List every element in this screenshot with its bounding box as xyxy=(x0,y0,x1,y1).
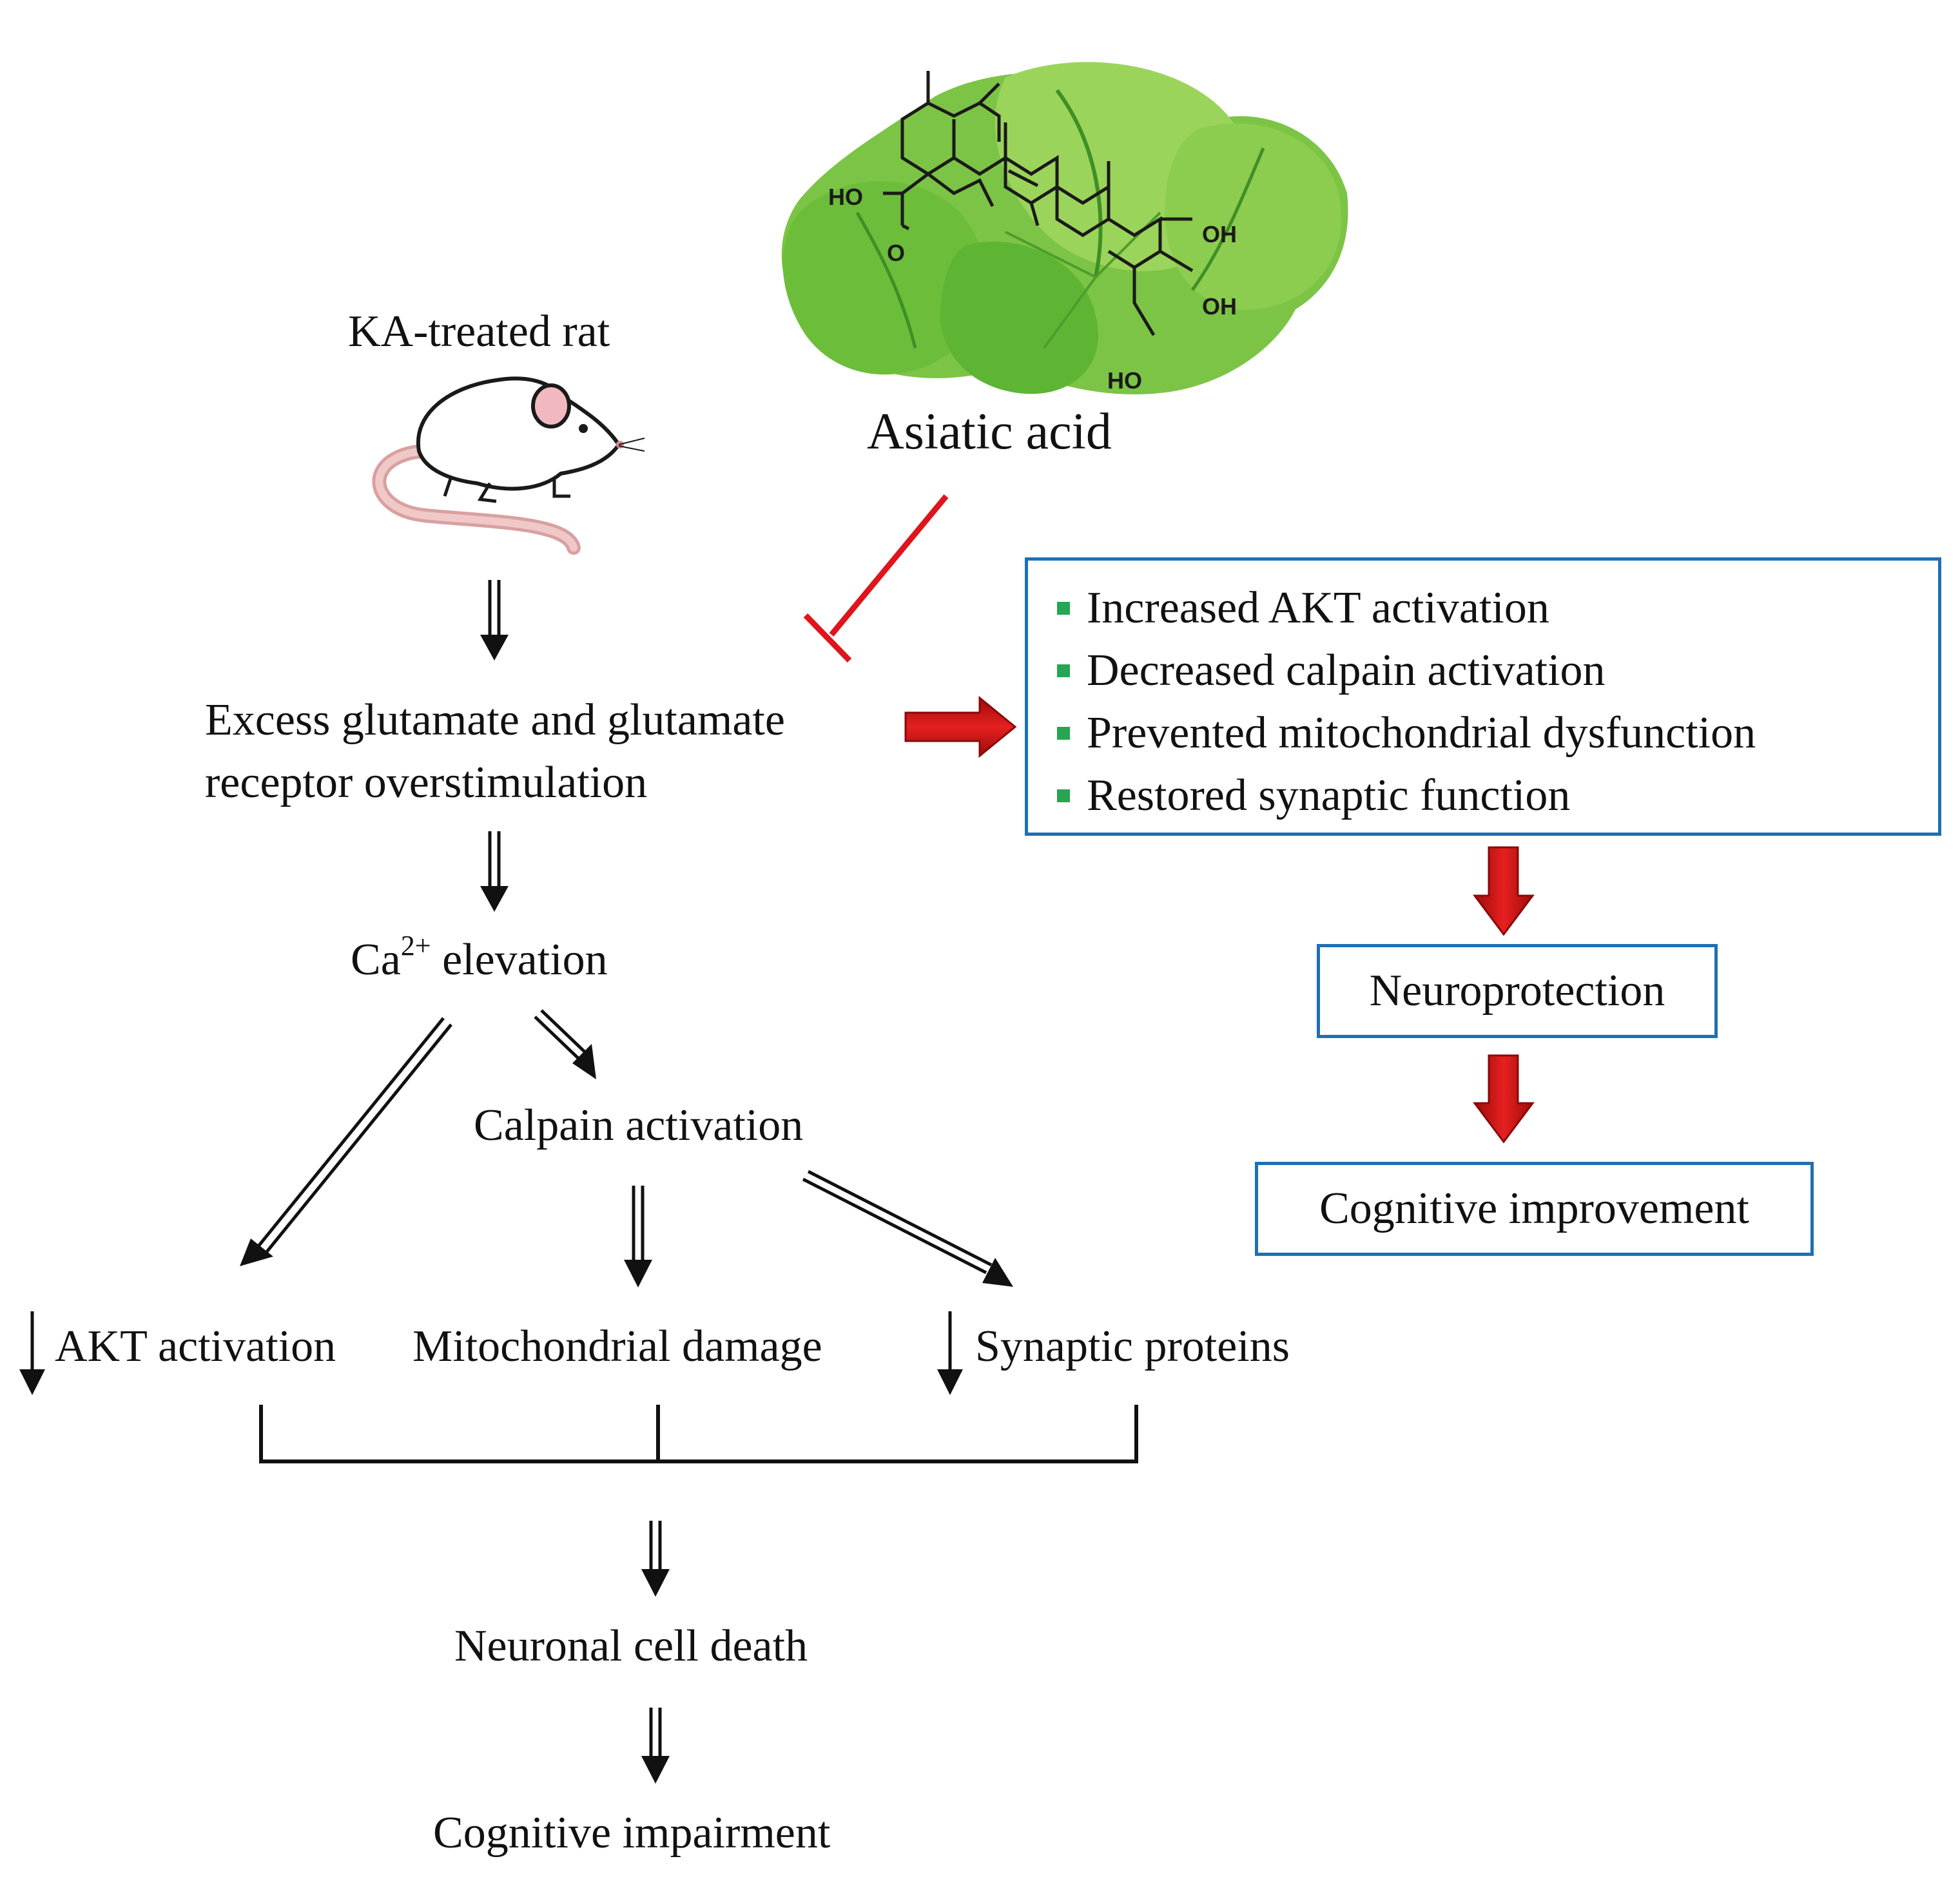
arrow-calpain-to-mitochondrial xyxy=(624,1186,652,1287)
rat-model-label: KA-treated rat xyxy=(348,307,610,356)
arrow-merge-to-death xyxy=(641,1521,670,1597)
decrease-arrow-synaptic xyxy=(937,1311,963,1395)
effect-item: Increased AKT activation xyxy=(1057,577,1756,639)
effect-item: Prevented mitochondrial dysfunction xyxy=(1057,702,1756,764)
effect-item-label: Decreased calpain activation xyxy=(1087,645,1606,695)
centella-leaf-image: HO O OH OH HO xyxy=(781,62,1348,394)
bullet-square-icon xyxy=(1057,664,1070,677)
red-arrow-to-effects xyxy=(904,695,1017,758)
bullet-square-icon xyxy=(1057,601,1070,615)
outcome-bracket xyxy=(259,1405,1138,1463)
bullet-square-icon xyxy=(1057,726,1070,740)
red-arrow-to-cognitive xyxy=(1473,1054,1535,1144)
structure-label-oh-2: OH xyxy=(1202,293,1237,320)
cognitive-impairment-label: Cognitive impairment xyxy=(433,1808,831,1858)
structure-label-ho-bottom: HO xyxy=(1107,367,1142,394)
arrow-calcium-to-calpain xyxy=(534,1009,596,1079)
neuroprotection-label: Neuroprotection xyxy=(1369,966,1665,1016)
glutamate-label-line1: Excess glutamate and glutamate xyxy=(205,695,785,745)
cognitive-improvement-label: Cognitive improvement xyxy=(1319,1184,1749,1233)
effect-item-label: Prevented mitochondrial dysfunction xyxy=(1087,708,1756,758)
calcium-charge: 2+ xyxy=(400,930,431,961)
cognitive-improvement-box: Cognitive improvement xyxy=(1255,1162,1814,1256)
inhibition-arrow xyxy=(803,494,949,663)
glutamate-label-line2: receptor overstimulation xyxy=(205,758,648,807)
arrow-glutamate-to-calcium xyxy=(480,831,509,912)
calcium-elevation-label: Ca2+ elevation xyxy=(351,932,608,985)
pathway-arrows xyxy=(19,580,1013,1784)
neuronal-death-label: Neuronal cell death xyxy=(454,1621,808,1671)
arrow-death-to-impairment xyxy=(641,1708,670,1784)
arrow-calcium-to-akt xyxy=(240,1017,452,1266)
neuroprotection-box: Neuroprotection xyxy=(1317,944,1718,1038)
effect-item: Restored synaptic function xyxy=(1057,764,1756,827)
decrease-arrow-akt xyxy=(19,1311,45,1395)
calcium-prefix: Ca xyxy=(351,935,401,985)
synaptic-proteins-label: Synaptic proteins xyxy=(975,1322,1290,1371)
effect-item-label: Increased AKT activation xyxy=(1087,583,1549,633)
effects-box xyxy=(1025,557,1941,836)
compound-label: Asiatic acid xyxy=(867,403,1112,460)
calcium-suffix: elevation xyxy=(431,935,608,985)
effect-item-label: Restored synaptic function xyxy=(1087,770,1571,820)
red-arrow-to-neuroprotection xyxy=(1473,846,1535,936)
arrow-rat-to-glutamate xyxy=(480,580,509,660)
structure-label-o: O xyxy=(887,240,905,266)
calpain-activation-label: Calpain activation xyxy=(474,1101,804,1150)
effect-item: Decreased calpain activation xyxy=(1057,639,1756,702)
effects-list: Increased AKT activation Decreased calpa… xyxy=(1057,577,1756,827)
structure-label-ho-top: HO xyxy=(828,184,863,210)
mitochondrial-damage-label: Mitochondrial damage xyxy=(412,1322,822,1371)
structure-label-oh-1: OH xyxy=(1202,221,1237,247)
bullet-square-icon xyxy=(1057,789,1070,802)
arrow-calpain-to-synaptic xyxy=(802,1170,1013,1287)
akt-activation-label: AKT activation xyxy=(55,1322,336,1371)
rat-image xyxy=(372,376,645,555)
